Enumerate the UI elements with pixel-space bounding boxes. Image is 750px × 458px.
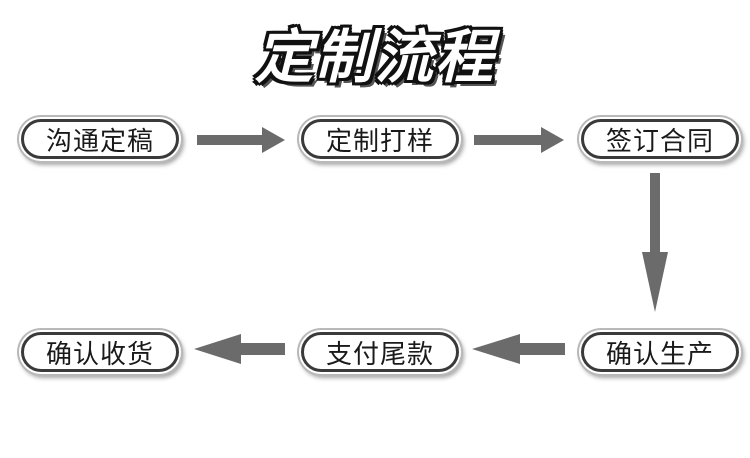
step-label: 确认收货 xyxy=(45,339,154,370)
step-label: 沟通定稿 xyxy=(45,126,154,157)
step-confirm-production: 确认生产 xyxy=(581,332,739,372)
diagram-title: 定制流程 xyxy=(254,23,495,91)
arrow-left-icon xyxy=(472,334,565,364)
step-pay-balance: 支付尾款 xyxy=(301,332,459,372)
step-communicate-finalize: 沟通定稿 xyxy=(21,119,179,159)
step-custom-sampling: 定制打样 xyxy=(301,119,459,159)
arrow-right-icon xyxy=(474,127,564,153)
arrow-right-icon xyxy=(197,127,285,153)
arrow-down-icon xyxy=(642,173,668,312)
step-label: 确认生产 xyxy=(605,339,714,370)
step-label: 定制打样 xyxy=(325,126,434,157)
arrow-left-icon xyxy=(194,334,285,364)
step-sign-contract: 签订合同 xyxy=(581,119,739,159)
step-label: 签订合同 xyxy=(605,126,714,157)
step-confirm-receipt: 确认收货 xyxy=(21,332,179,372)
step-label: 支付尾款 xyxy=(325,339,434,370)
